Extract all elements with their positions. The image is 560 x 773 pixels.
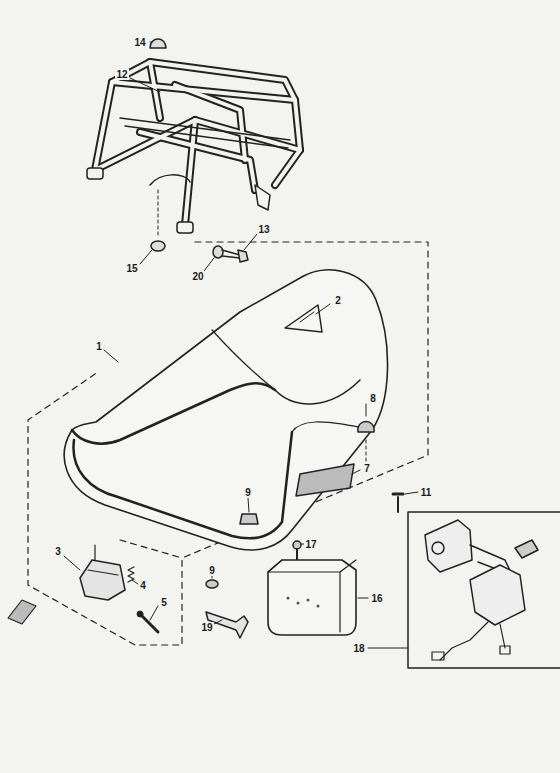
callout-number: 1 <box>95 341 103 352</box>
callout-number: 5 <box>160 597 168 608</box>
callout-number: 2 <box>334 295 342 306</box>
callout-number: 13 <box>257 224 270 235</box>
callout-number: 12 <box>115 69 128 80</box>
callout-number: 16 <box>370 593 383 604</box>
callout-number: 4 <box>139 580 147 591</box>
callout-number: 18 <box>352 643 365 654</box>
callout-number: 14 <box>133 37 146 48</box>
callout-number: 11 <box>420 487 433 498</box>
callout-number: 3 <box>54 546 62 557</box>
callout-number: 19 <box>200 622 213 633</box>
callout-number: 15 <box>125 263 138 274</box>
callout-number: 9 <box>208 565 216 576</box>
callout-number: 17 <box>304 539 317 550</box>
callout-number: 7 <box>363 463 371 474</box>
callout-number: 8 <box>369 393 377 404</box>
callout-number: 9 <box>244 487 252 498</box>
callout-number: 20 <box>191 271 204 282</box>
